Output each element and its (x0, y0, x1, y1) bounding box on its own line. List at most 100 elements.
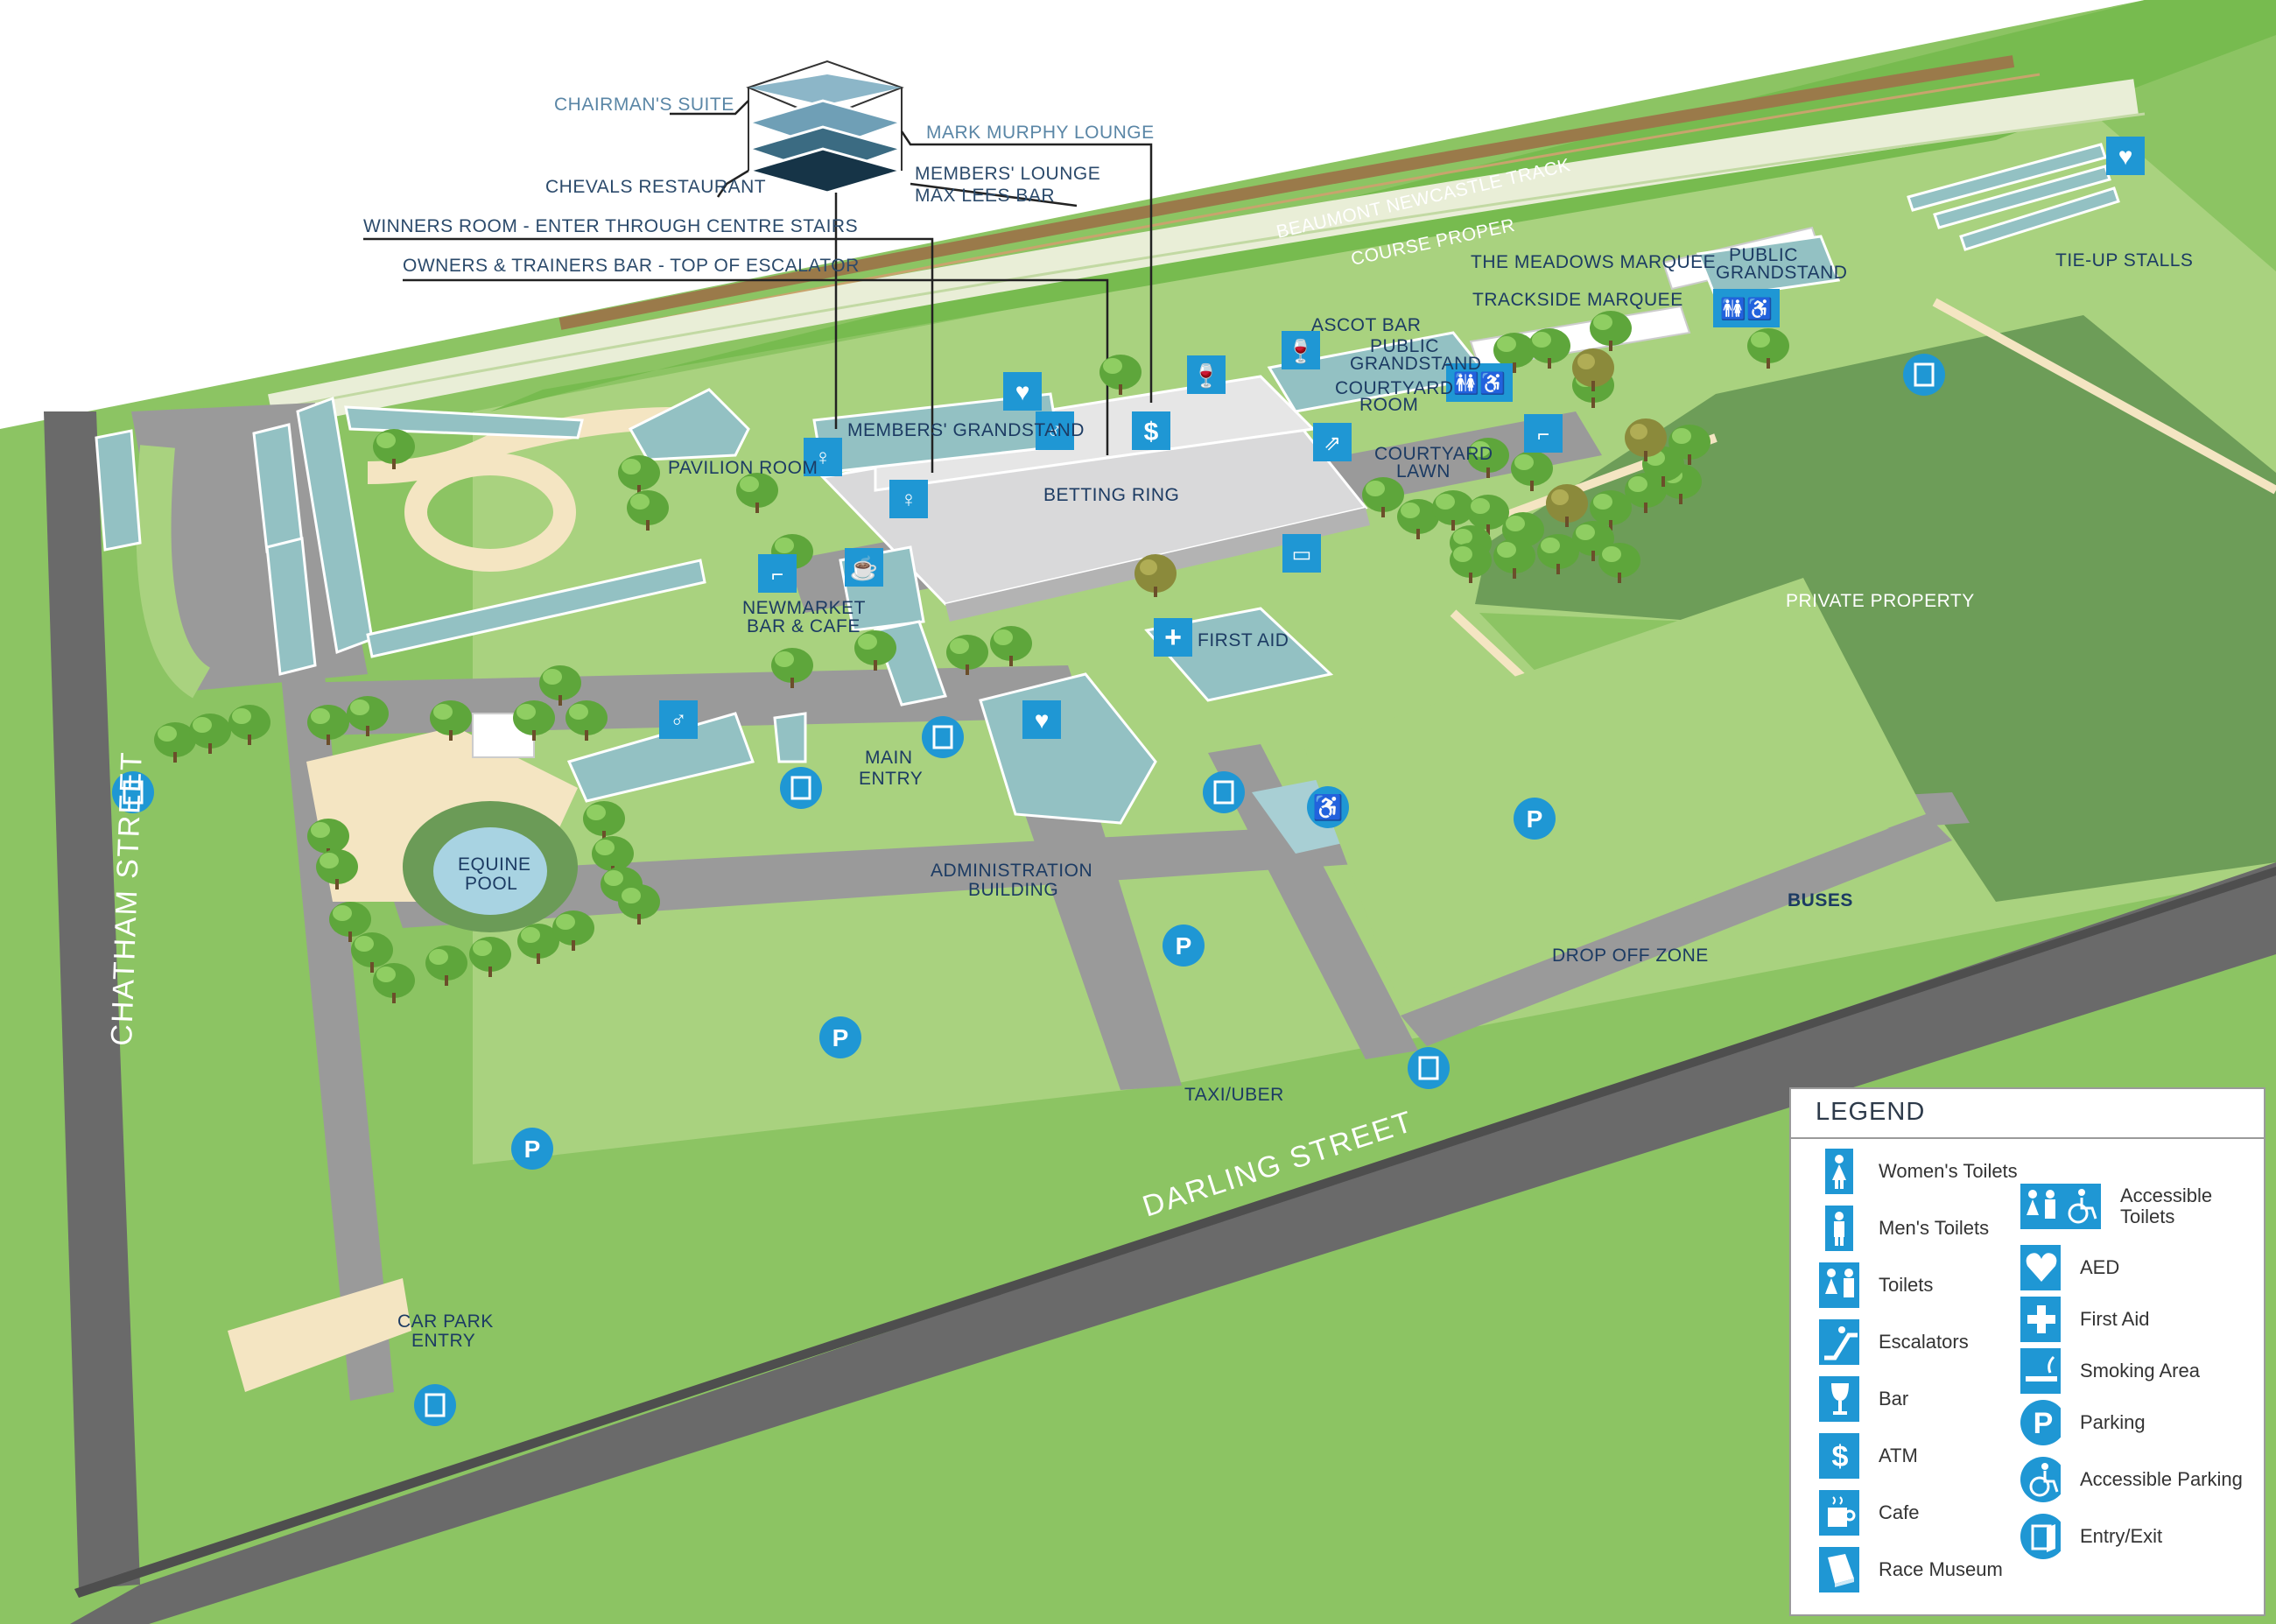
legend-item-accessible-parking: Accessible Parking (2020, 1457, 2243, 1502)
entry-exit-icon (1203, 771, 1245, 813)
legend-label: Men's Toilets (1879, 1217, 1990, 1239)
svg-text:🍷: 🍷 (1287, 338, 1315, 364)
legend-item-womens-toilets: Women's Toilets (1819, 1149, 2018, 1194)
legend-label: AED (2080, 1256, 2120, 1278)
womens-toilet-icon: ♀ (804, 438, 842, 476)
car-park-entry-label: CAR PARK (397, 1311, 494, 1332)
entry-exit-icon (1903, 354, 1945, 396)
legend-item-atm: $ ATM (1819, 1433, 1918, 1479)
courtyard-lawn-label-2: LAWN (1396, 461, 1451, 482)
legend-item-escalators: Escalators (1819, 1319, 1969, 1365)
race-museum-icon (1819, 1547, 1859, 1592)
pavilion-room-label: PAVILION ROOM (668, 458, 818, 478)
equine-pool-label-2: POOL (465, 874, 517, 894)
legend-item-entry-exit: Entry/Exit (2020, 1514, 2162, 1559)
legend-title: LEGEND (1816, 1098, 1926, 1126)
aed-icon: ♥ (1003, 372, 1042, 411)
legend-label: Parking (2080, 1411, 2146, 1433)
escalator-icon (1819, 1319, 1859, 1365)
svg-text:P: P (524, 1135, 541, 1163)
accessible-toilets-icon: 🚻♿ (1446, 363, 1513, 402)
svg-text:🚻♿: 🚻♿ (1453, 371, 1506, 396)
svg-text:▭: ▭ (1292, 543, 1312, 566)
legend-label: Smoking Area (2080, 1360, 2200, 1381)
legend-label: ATM (1879, 1445, 1918, 1466)
parking-icon: P (1514, 798, 1556, 840)
map-icons: P P P P ♿ ♥ ♥ ♥ $ 🍷 🍷 ♂ ♀ ♀ ♂ ⌐ ⌐ ☕ ⇗ ▭ … (112, 137, 2145, 1426)
atm-icon: $ (1819, 1433, 1859, 1479)
max-lees-label: MAX LEES BAR (915, 186, 1055, 206)
accessible-toilets-icon (2020, 1184, 2101, 1229)
legend-item-parking: P Parking (2020, 1400, 2146, 1445)
newmarket-label: NEWMARKET (742, 598, 866, 618)
first-aid-icon: + (1154, 618, 1192, 657)
legend-item-smoking-area: Smoking Area (2020, 1348, 2200, 1394)
equine-pool (403, 801, 578, 932)
equine-pool-label: EQUINE (458, 854, 531, 875)
womens-toilet-icon (1819, 1149, 1859, 1194)
courtyard-room-label-2: ROOM (1359, 395, 1418, 415)
trackside-marquee-label: TRACKSIDE MARQUEE (1472, 290, 1683, 310)
first-aid-icon (2020, 1297, 2061, 1342)
svg-text:♂: ♂ (1046, 418, 1064, 444)
chevals-label: CHEVALS RESTAURANT (545, 177, 766, 197)
parking-icon: P (2020, 1400, 2061, 1445)
svg-text:+: + (1164, 621, 1182, 654)
entry-exit-icon (2020, 1514, 2061, 1559)
entry-exit-icon (414, 1384, 456, 1426)
legend: LEGEND Women's Toilets Men's Toilets Toi… (1789, 1087, 2265, 1616)
legend-label: First Aid (2080, 1308, 2150, 1330)
chairmans-suite-stack (743, 60, 907, 194)
drop-off-label: DROP OFF ZONE (1552, 946, 1709, 966)
race-museum-icon: ▭ (1282, 534, 1321, 573)
aed-icon: ♥ (2106, 137, 2145, 175)
accessible-toilets-icon: 🚻♿ (1713, 289, 1780, 327)
newmarket-label-2: BAR & CAFE (747, 616, 861, 636)
owners-trainers-label: OWNERS & TRAINERS BAR - TOP OF ESCALATOR (403, 256, 860, 276)
public-grandstand-2-label: PUBLIC (1370, 336, 1439, 356)
smoking-area-icon: ⌐ (1524, 414, 1563, 453)
svg-text:🚻♿: 🚻♿ (1720, 297, 1773, 321)
infield-grass (473, 105, 2276, 1164)
betting-ring-label: BETTING RING (1043, 485, 1179, 505)
bar-icon: 🍷 (1187, 355, 1226, 394)
meadows-marquee-label: THE MEADOWS MARQUEE (1471, 252, 1716, 272)
legend-item-bar: Bar (1819, 1376, 1908, 1422)
legend-label: Accessible Parking (2080, 1468, 2243, 1490)
svg-text:♥: ♥ (2118, 143, 2133, 170)
chatham-street (44, 411, 140, 1589)
bar-icon: 🍷 (1282, 331, 1320, 369)
aed-icon (2020, 1245, 2061, 1290)
svg-text:♥: ♥ (1035, 707, 1050, 734)
first-aid-building (1144, 607, 1334, 702)
parking-icon: P (511, 1128, 553, 1170)
legend-item-aed: AED (2020, 1245, 2119, 1290)
courtyard-room-label: COURTYARD (1335, 378, 1454, 398)
entry-exit-icon (112, 771, 154, 813)
aed-icon: ♥ (1022, 700, 1061, 739)
svg-text:$: $ (1832, 1440, 1849, 1473)
legend-label: Toilets (1879, 1274, 1934, 1296)
svg-text:⇗: ⇗ (1324, 432, 1341, 455)
members-grandstand-label: MEMBERS' GRANDSTAND (847, 420, 1085, 440)
legend-item-first-aid: First Aid (2020, 1297, 2149, 1342)
first-aid-label: FIRST AID (1198, 630, 1289, 650)
parking-icon: P (819, 1016, 861, 1058)
administration-label-2: BUILDING (968, 880, 1058, 900)
svg-text:🍷: 🍷 (1192, 362, 1220, 389)
svg-text:P: P (832, 1024, 849, 1051)
ascot-bar-label: ASCOT BAR (1311, 315, 1421, 335)
atm-icon: $ (1132, 411, 1170, 450)
tie-up-stalls-label: TIE-UP STALLS (2055, 250, 2193, 271)
public-grandstand-2-label-2: GRANDSTAND (1350, 354, 1481, 374)
cafe-icon (1819, 1490, 1859, 1536)
legend-label-line: Toilets (2120, 1206, 2175, 1227)
courtyard-lawn-label: COURTYARD (1374, 444, 1493, 464)
legend-label: Race Museum (1879, 1558, 2003, 1580)
legend-item-cafe: Cafe (1819, 1490, 1919, 1536)
mens-toilet-icon: ♂ (659, 700, 698, 739)
svg-text:♥: ♥ (1015, 378, 1030, 405)
svg-text:♀: ♀ (900, 486, 917, 512)
main-entry-label-2: ENTRY (859, 769, 923, 789)
